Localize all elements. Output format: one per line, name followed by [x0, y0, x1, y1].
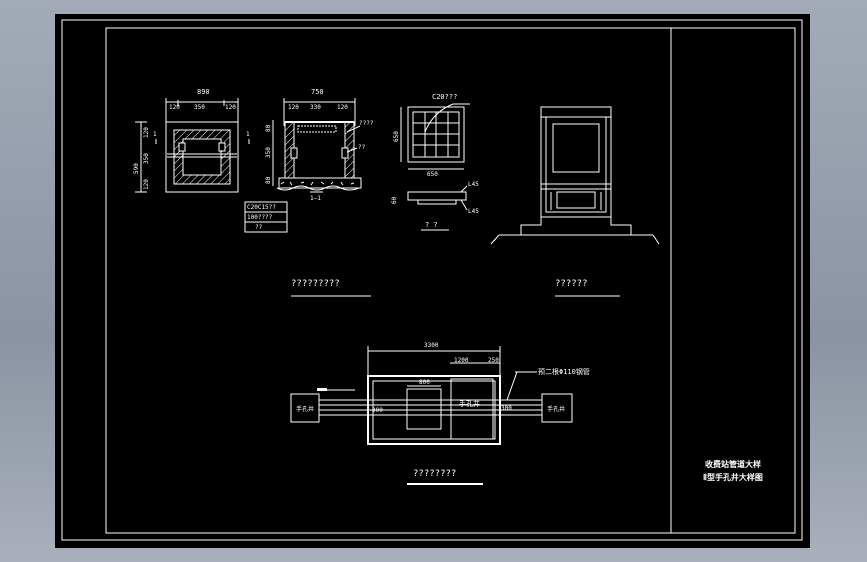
- section-height-part-1: 80: [265, 124, 272, 132]
- section-height-part-2: 350: [265, 147, 272, 158]
- section-part-1: 120: [288, 104, 299, 111]
- legend-row-3: ??: [255, 224, 263, 231]
- layout-label: ????????: [413, 469, 456, 479]
- layout-length-dim: 3300: [424, 342, 439, 349]
- drawing-canvas: 890 120 350 120 590 120 350 120: [61, 19, 803, 541]
- layout-part-a: 1200: [454, 357, 469, 364]
- plan-height-part-3: 120: [143, 179, 150, 190]
- plan-view[interactable]: 890 120 350 120 590 120 350 120: [133, 88, 250, 193]
- title-line-2: Ⅱ型手孔井大样图: [703, 472, 763, 482]
- plan-part-3: 120: [225, 104, 236, 111]
- section-part-3: 120: [337, 104, 348, 111]
- title-line-1: 收费站管道大样: [705, 459, 761, 469]
- plan-part-2: 350: [194, 104, 205, 111]
- plan-mark-left: 1: [153, 131, 157, 138]
- legend-row-1: C20C15??: [247, 204, 276, 211]
- elevation-view[interactable]: [490, 106, 660, 245]
- plan-height-part-1: 120: [143, 127, 150, 138]
- cover-subtitle: ? ?: [425, 221, 438, 229]
- plan-height-dim: 590: [133, 163, 140, 174]
- cover-thickness-dim: 60: [391, 196, 398, 204]
- cover-width-dim: 650: [427, 171, 438, 178]
- layout-inner-dim: 800: [419, 379, 430, 386]
- well-right: 手孔井: [547, 405, 565, 413]
- plan-mark-right: 1: [246, 131, 250, 138]
- cover-height-dim: 650: [393, 131, 400, 142]
- layout-plan[interactable]: 3300 1200 250 800 手孔井 手孔井: [290, 342, 590, 445]
- layout-side-left: 300: [372, 407, 383, 414]
- section-note-a: ????: [359, 120, 374, 127]
- plan-height-part-2: 350: [143, 153, 150, 164]
- inner-border: [105, 27, 796, 534]
- pipe-note: 预二根Φ110钢管: [538, 367, 590, 376]
- layout-part-b: 250: [488, 357, 499, 364]
- section-view[interactable]: 750 120 330 120 80 350 80 1—1: [265, 88, 374, 202]
- section-part-2: 330: [310, 104, 321, 111]
- cover-note-b: L45: [468, 208, 479, 215]
- outer-border: [61, 19, 803, 541]
- well-left: 手孔井: [296, 405, 314, 413]
- section-width-dim: 750: [311, 88, 324, 96]
- material-legend: C20C15?? 100???? ??: [244, 201, 288, 233]
- section-cut-mark: 1—1: [310, 195, 321, 202]
- drawing-sheet[interactable]: 890 120 350 120 590 120 350 120: [55, 14, 810, 548]
- cover-label: C20???: [432, 93, 457, 101]
- plan-width-dim: 890: [197, 88, 210, 96]
- cover-note-a: L45: [468, 181, 479, 188]
- legend-row-2: 100????: [247, 214, 273, 221]
- section-height-part-3: 80: [265, 176, 272, 184]
- cover-detail[interactable]: C20??? 650 650 L45 L45 60 ? ?: [391, 93, 479, 231]
- layout-side-right: 300: [501, 405, 512, 412]
- plan-part-1: 120: [169, 104, 180, 111]
- well-center: 手孔井: [459, 399, 480, 408]
- plan-section-label: ?????????: [291, 279, 340, 289]
- section-note-b: ??: [358, 144, 366, 151]
- elevation-label: ??????: [555, 279, 588, 289]
